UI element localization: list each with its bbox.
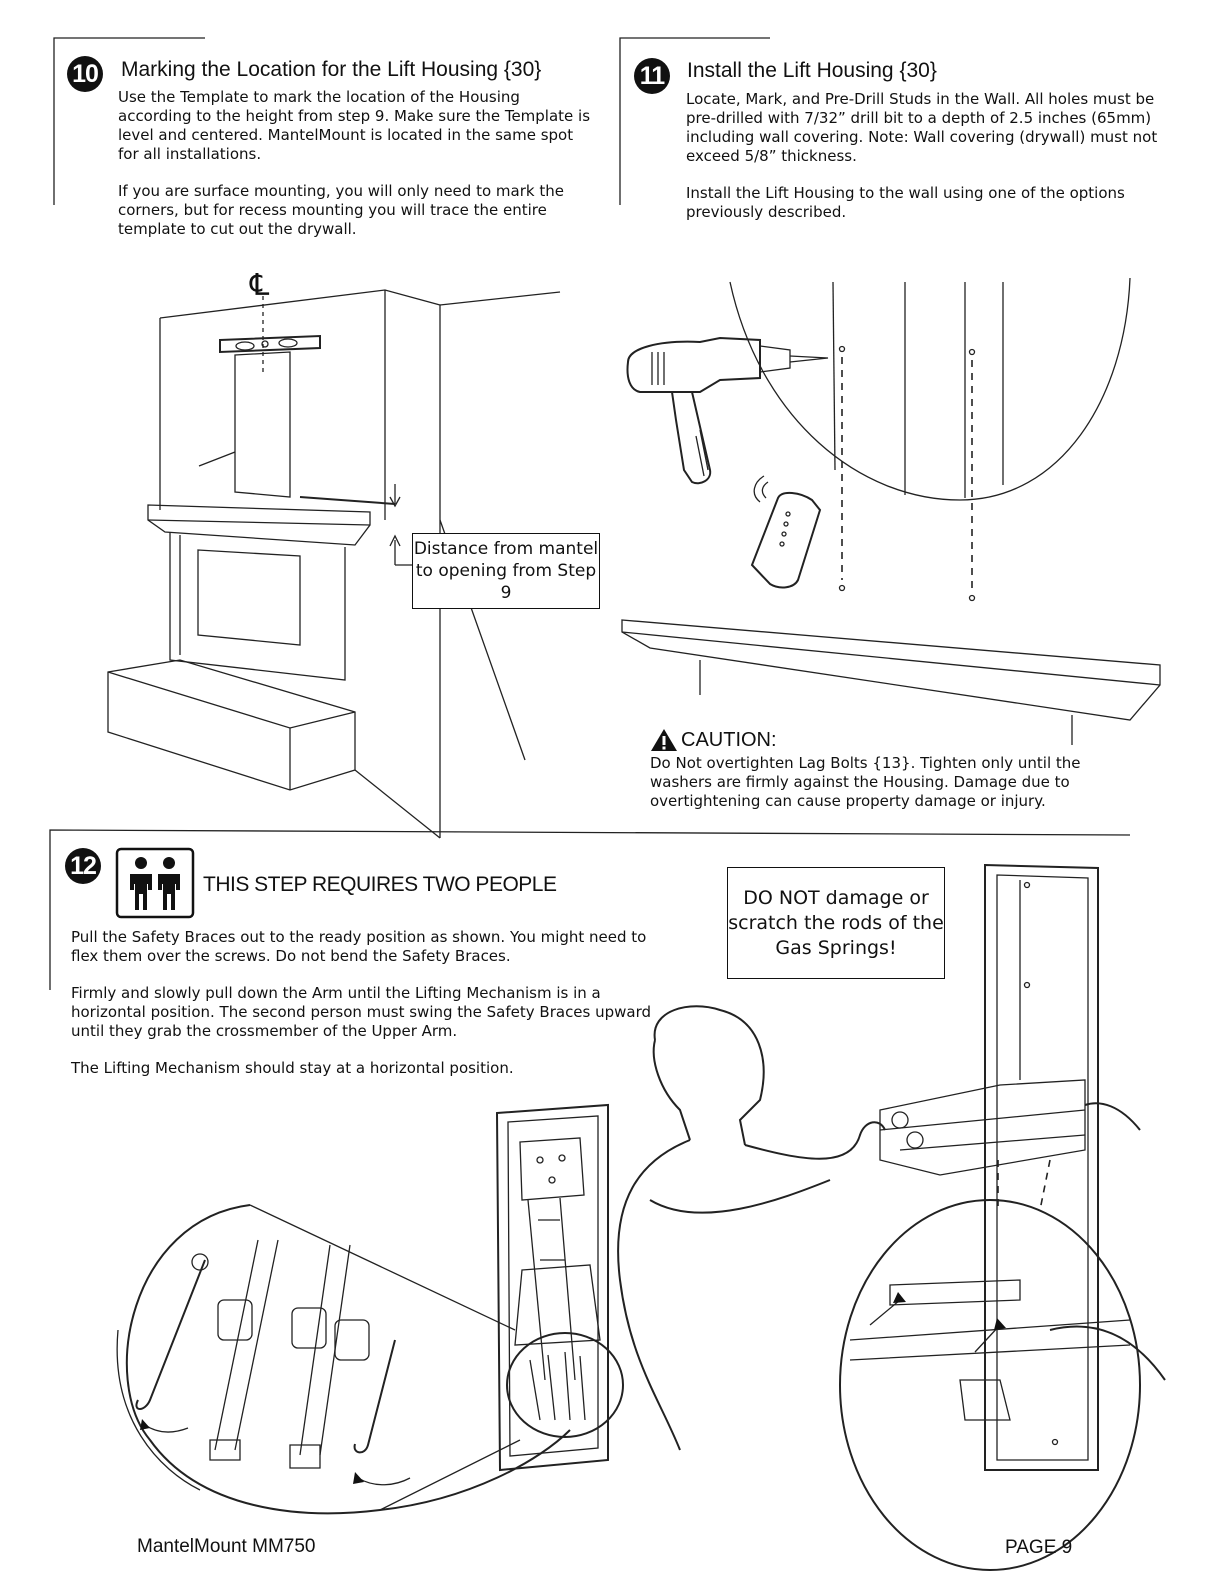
step11-body: Locate, Mark, and Pre-Drill Studs in the… [686, 90, 1176, 240]
footer-page-number: PAGE 9 [1005, 1537, 1073, 1558]
gas-springs-warning-callout: DO NOT damage or scratch the rods of the… [727, 867, 945, 979]
step10-body: Use the Template to mark the location of… [118, 88, 598, 257]
two-people-icon [115, 847, 195, 919]
step12-title: THIS STEP REQUIRES TWO PEOPLE [203, 873, 557, 896]
caution-title: CAUTION: [681, 728, 777, 751]
step10-number-badge: 10 [67, 56, 103, 92]
gas-springs-warning-text: DO NOT damage or scratch the rods of the… [728, 886, 944, 959]
step12-paragraph-2: Firmly and slowly pull down the Arm unti… [71, 984, 652, 1040]
caution-block: CAUTION: Do Not overtighten Lag Bolts {1… [650, 728, 1150, 811]
step12-body: Pull the Safety Braces out to the ready … [71, 928, 661, 1096]
caution-text: Do Not overtighten Lag Bolts {13}. Tight… [650, 754, 1081, 810]
step10-paragraph-2: If you are surface mounting, you will on… [118, 182, 564, 238]
step12-paragraph-3: The Lifting Mechanism should stay at a h… [71, 1059, 514, 1077]
step12-number-badge: 12 [65, 848, 101, 884]
step10-number: 10 [72, 59, 99, 88]
step11-paragraph-1: Locate, Mark, and Pre-Drill Studs in the… [686, 90, 1158, 165]
step11-paragraph-2: Install the Lift Housing to the wall usi… [686, 184, 1125, 221]
step11-number-badge: 11 [634, 58, 670, 94]
step12-paragraph-1: Pull the Safety Braces out to the ready … [71, 928, 647, 965]
step10-title: Marking the Location for the Lift Housin… [121, 58, 542, 81]
step12-number: 12 [70, 851, 97, 880]
remote-control-icon [750, 475, 822, 589]
step10-distance-callout: Distance from mantel to opening from Ste… [412, 533, 600, 609]
step10-paragraph-1: Use the Template to mark the location of… [118, 88, 591, 163]
warning-triangle-icon [651, 729, 677, 751]
step11-number: 11 [639, 61, 665, 90]
centerline-symbol: ℄ [250, 268, 270, 303]
footer-product-name: MantelMount MM750 [137, 1536, 316, 1557]
step11-title: Install the Lift Housing {30} [687, 59, 937, 82]
step10-callout-text: Distance from mantel to opening from Ste… [413, 539, 599, 603]
drill-icon [626, 336, 829, 485]
